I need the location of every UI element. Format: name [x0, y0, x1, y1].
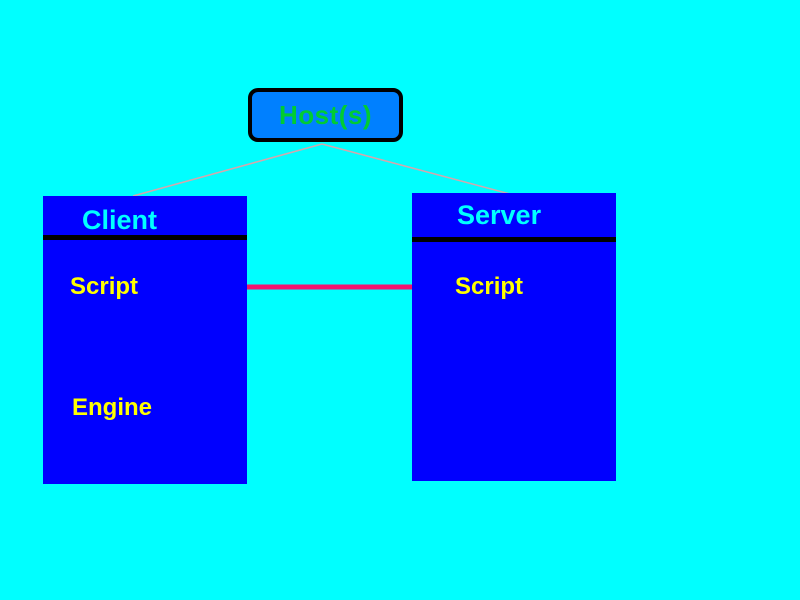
host-label: Host(s)	[278, 99, 373, 130]
server-title-divider	[412, 237, 616, 242]
host-to-client-line	[132, 143, 323, 197]
server-script-label: Script	[455, 273, 524, 300]
client-engine-label: Engine	[72, 394, 153, 421]
host-to-server-line	[321, 143, 511, 195]
client-title-divider	[43, 235, 247, 240]
server-title: Server	[457, 200, 542, 230]
host-node: Host(s)	[248, 88, 403, 142]
client-script-label: Script	[70, 273, 139, 300]
client-node	[43, 196, 247, 484]
client-title: Client	[82, 205, 158, 235]
